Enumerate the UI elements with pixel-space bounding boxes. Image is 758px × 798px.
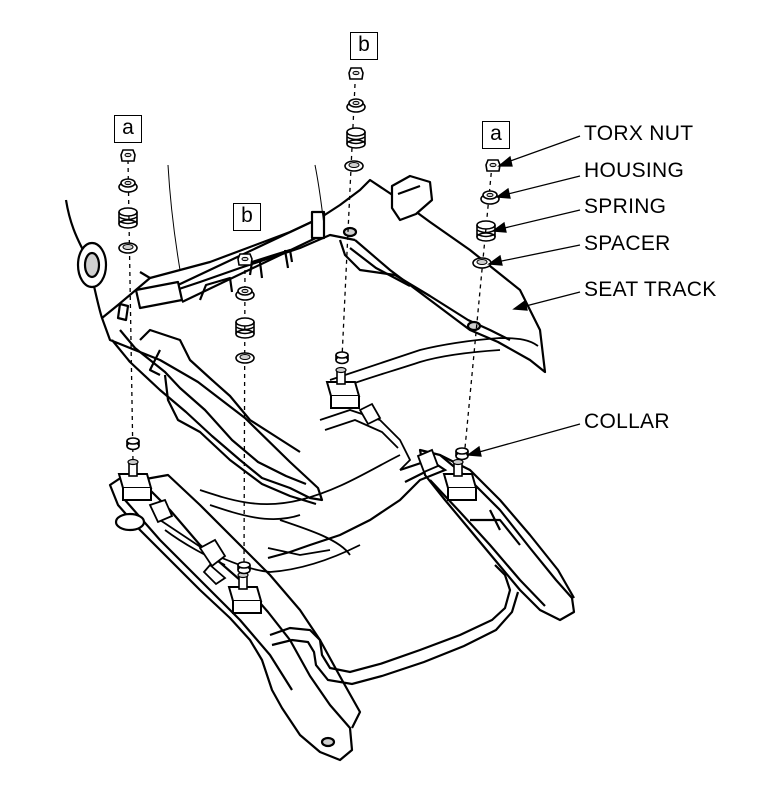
label-box-b-mid: b xyxy=(233,203,261,231)
lower-seat-tracks xyxy=(108,448,576,762)
callout-leaders xyxy=(466,135,581,457)
fastener-stack-b-top xyxy=(335,67,366,365)
mount-block-front-right xyxy=(326,366,360,409)
callout-collar: COLLAR xyxy=(584,410,670,433)
callout-housing: HOUSING xyxy=(584,159,685,182)
alignment-guide-lines xyxy=(127,83,493,569)
upper-seat-frame xyxy=(64,174,547,506)
frame-harness xyxy=(167,164,539,521)
mount-block-rear-right xyxy=(443,458,477,501)
mount-block-rear-left xyxy=(228,571,262,614)
mount-block-front-left xyxy=(118,458,152,501)
label-box-a-left: a xyxy=(114,115,142,143)
label-box-b-top: b xyxy=(350,32,378,60)
callout-torx-nut: TORX NUT xyxy=(584,122,694,145)
callout-spring: SPRING xyxy=(584,195,667,218)
label-box-a-right: a xyxy=(482,121,510,149)
callout-seat-track: SEAT TRACK xyxy=(584,278,717,301)
track-harness xyxy=(148,402,440,586)
track-cross-bar xyxy=(267,458,520,686)
callout-spacer: SPACER xyxy=(584,232,671,255)
